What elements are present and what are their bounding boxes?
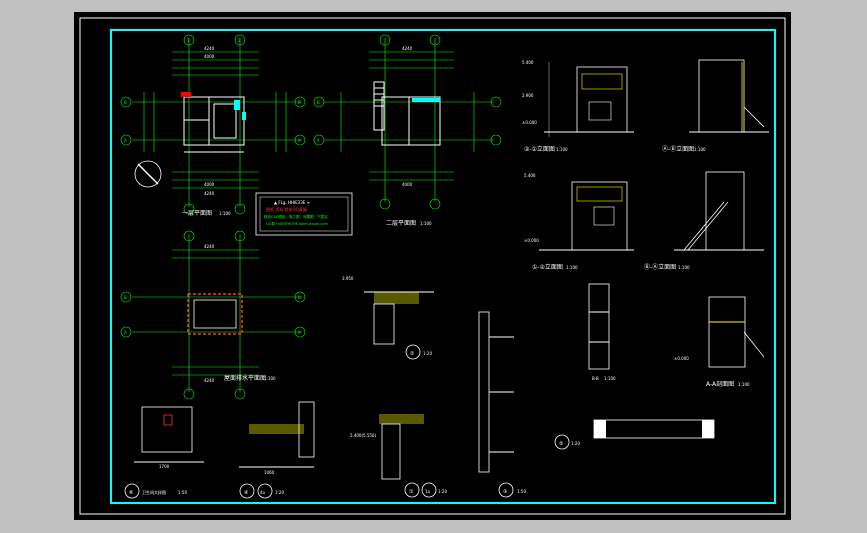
- roof-parapet: [187, 293, 243, 335]
- section-a-a: [708, 296, 765, 368]
- elevation-2-1: [544, 62, 634, 137]
- plan-title-2f: 二层平面图: [386, 220, 416, 227]
- section-scale-aa: 1:100: [738, 382, 750, 387]
- grid-bubbles-2f: [313, 34, 502, 210]
- grid-a-roof: A: [124, 330, 127, 335]
- detail5-num: ⑤: [559, 441, 563, 447]
- dim-4000-1f-bot: 4000: [204, 182, 215, 187]
- elev3-level-5400: 5.400: [524, 173, 536, 178]
- grid-a-right: A: [298, 138, 301, 143]
- detail6-scale: 1:50: [178, 490, 187, 495]
- plan-scale-2f: 1:100: [420, 221, 432, 226]
- watermark-stamp: [255, 192, 353, 236]
- elevation-b-a: [674, 171, 764, 251]
- dim-4240-2f: 4240: [402, 46, 413, 51]
- inner-frame: [110, 29, 776, 504]
- detail4-scale: 1:20: [275, 490, 284, 495]
- detail-3: [478, 311, 514, 498]
- grid-b-right: B: [298, 100, 301, 105]
- stamp-line-3: 精品CAD图纸，施工图，效果图，下载站: [264, 214, 328, 219]
- north-arrow-icon: [134, 160, 162, 188]
- detail3-num: ③: [503, 489, 507, 495]
- detail4-num: ④: [244, 490, 249, 496]
- detail2-level: 3.950: [342, 276, 354, 281]
- stamp-line-1: ▲ FLg. ННІЕЗЗЕ ≡: [274, 200, 310, 205]
- elevation-1-2: [539, 181, 634, 251]
- roof-slab: [193, 299, 237, 329]
- elevation-a-b: [689, 59, 769, 133]
- detail2-num: ②: [410, 351, 415, 357]
- grid-a-roof-r: A: [298, 330, 301, 335]
- dim-4000-1f-top: 4000: [204, 54, 215, 59]
- window-mark-2f: [412, 98, 440, 102]
- detail6-title: 卫生间大样图: [142, 489, 166, 495]
- grid-a-left: A: [124, 138, 127, 143]
- section-aa-level: ±0.000: [674, 356, 689, 361]
- detail3-scale: 1:50: [517, 489, 526, 494]
- grid-b-roof: B: [124, 295, 127, 300]
- plan-title-roof: 屋面排水平面图: [224, 374, 266, 382]
- dim-4000-2f: 4000: [402, 182, 413, 187]
- dim-4240-roof: 4240: [204, 244, 215, 249]
- detail1-num: ①: [409, 489, 414, 495]
- detail-6-toilet: [124, 406, 204, 499]
- section-scale-bb: 1:100: [604, 376, 616, 381]
- grid-b-roof-r: B: [298, 295, 301, 300]
- plan-scale-roof: 1:100: [264, 376, 276, 381]
- drawing-sheet: 1 2 B A B A 4240 4000 4000 4240 一层平面图 1:…: [74, 12, 791, 520]
- grid-2-top: 2: [238, 38, 241, 43]
- door-mark: [234, 100, 240, 110]
- detail1-num2: 1a: [425, 489, 431, 494]
- detail-2: [364, 291, 434, 360]
- detail-4: [239, 401, 315, 499]
- dim-4240-1f-bot: 4240: [204, 191, 215, 196]
- detail1-level: 5.400(5.550): [350, 433, 376, 438]
- grid-bubbles-roof: [120, 230, 306, 400]
- elevation-scale-1: 1:100: [556, 147, 568, 152]
- elev1-level-2900: 2.900: [522, 93, 534, 98]
- detail4-num2: 4a: [260, 490, 266, 495]
- elev3-level-0000: ±0.000: [524, 238, 539, 243]
- first-floor-plan: [132, 38, 302, 207]
- cad-drawing: 1 2 B A B A 4240 4000 4000 4240 一层平面图 1:…: [79, 17, 786, 515]
- grid-a-2f: A: [317, 138, 320, 143]
- elevation-scale-3: 1:100: [566, 265, 578, 270]
- second-floor-plan: [324, 38, 494, 202]
- detail1-scale: 1:20: [438, 489, 447, 494]
- door-mark-2: [242, 112, 246, 120]
- red-column: [181, 92, 191, 97]
- elevation-title-3: ①-②立面图: [532, 263, 563, 271]
- stamp-line-4: QQ群 HIJIS@HOHE.kanhuxiuan.com: [266, 221, 328, 226]
- detail-5: [554, 419, 715, 450]
- section-title-aa: A-A剖面图: [706, 380, 734, 388]
- elevation-title-2: Ⓐ-Ⓑ立面图: [662, 145, 694, 153]
- detail6-num: ⑥: [129, 490, 134, 496]
- elev1-level-5400: 5.400: [522, 60, 534, 65]
- first-floor-walls: [183, 96, 245, 153]
- grid-b-left: B: [124, 100, 127, 105]
- second-floor-walls: [373, 81, 441, 146]
- roof-plan: [132, 234, 302, 392]
- elevation-scale-4: 1:100: [678, 265, 690, 270]
- elevation-title-1: ②-①立面图: [524, 145, 555, 153]
- elevation-title-4: Ⓑ-Ⓐ立面图: [644, 263, 676, 271]
- plan-title-1f: 一层平面图: [182, 210, 212, 217]
- elev1-level-0000: ±0.000: [522, 120, 537, 125]
- dim-4240-roof-bot: 4240: [204, 378, 215, 383]
- grid-b-2f: B: [317, 100, 320, 105]
- outer-border: [79, 17, 786, 515]
- section-title-bb: B-B: [592, 376, 599, 381]
- elevation-scale-2: 1:100: [694, 147, 706, 152]
- section-b-b: [588, 283, 610, 370]
- detail5-scale: 1:20: [571, 441, 580, 446]
- plan-scale-1f: 1:100: [219, 211, 231, 216]
- detail6-dim: 1700: [159, 464, 170, 469]
- dim-4240-1f-top: 4240: [204, 46, 215, 51]
- detail2-scale: 1:20: [423, 351, 432, 356]
- grid-1-top: 1: [187, 38, 190, 43]
- stamp-line-2: 图纸 资料 联系QQ客服: [266, 206, 307, 212]
- detail4-dim: 1060: [264, 470, 275, 475]
- grid-bubbles-1f: [120, 34, 306, 215]
- detail-1: [379, 414, 437, 498]
